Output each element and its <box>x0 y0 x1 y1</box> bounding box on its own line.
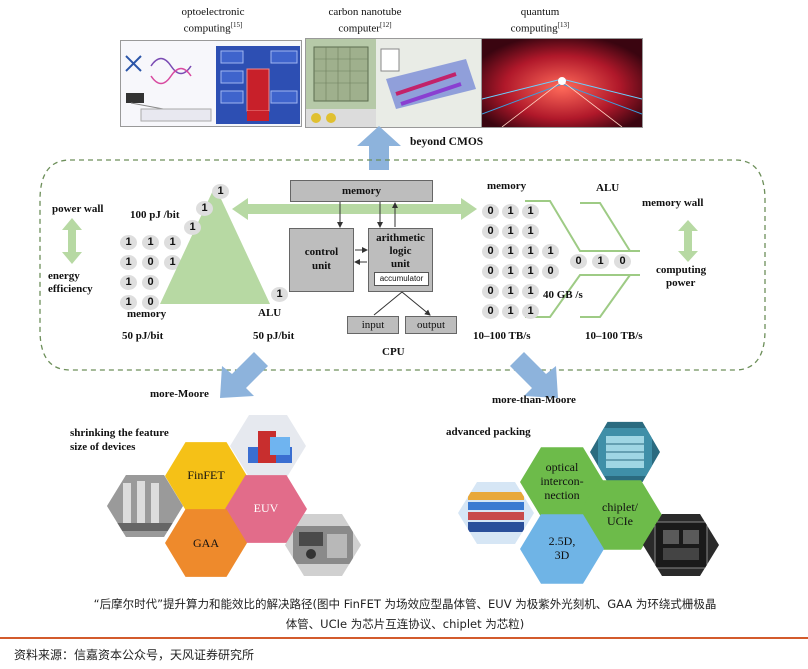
memory-bit: 0 <box>482 264 499 279</box>
carbon-nanotube-title: carbon nanotube computer[12] <box>328 6 402 35</box>
memory-bit: 0 <box>482 224 499 239</box>
memory-bit: 0 <box>142 255 159 270</box>
divider-rule <box>0 637 808 639</box>
pj-bit-100-label: 100 pJ /bit <box>130 209 180 221</box>
cpu-memory-box: memory <box>290 180 433 202</box>
memory-bit: 0 <box>482 204 499 219</box>
cpu-label: CPU <box>382 346 405 358</box>
memory-bit: 1 <box>120 275 137 290</box>
memory-bit: 0 <box>482 304 499 319</box>
memory-bit: 1 <box>522 224 539 239</box>
tb-s-left-label: 10–100 TB/s <box>473 330 531 342</box>
alu-bit: 0 <box>570 254 587 269</box>
power-energy-arrow <box>62 218 82 264</box>
tb-s-right-label: 10–100 TB/s <box>585 330 643 342</box>
memory-wall-double-arrow <box>232 198 477 220</box>
triangle-bit: 1 <box>212 184 229 199</box>
carbon-nanotube-image <box>305 38 482 128</box>
memory-bit: 1 <box>120 235 137 250</box>
finfet-label: FinFET <box>187 468 225 482</box>
input-box: input <box>347 316 399 334</box>
gb-s-label: 40 GB /s <box>543 289 583 301</box>
optoelectronic-title: optoelectronic computing[15] <box>181 6 245 35</box>
left-alu-label: ALU <box>258 307 282 319</box>
memory-bit: 0 <box>142 275 159 290</box>
packaging-25d-3d-hex <box>520 514 604 584</box>
memory-bit: 1 <box>522 244 539 259</box>
memory-bit: 1 <box>502 224 519 239</box>
memory-bit: 1 <box>502 304 519 319</box>
memory-bit: 0 <box>542 264 559 279</box>
more-than-moore-label: more-than-Moore <box>492 394 576 406</box>
memory-bit: 1 <box>522 284 539 299</box>
memory-bit: 0 <box>482 244 499 259</box>
memory-bit: 1 <box>522 204 539 219</box>
memory-bit: 1 <box>522 304 539 319</box>
optical-chip-image <box>590 421 660 483</box>
more-moore-label: more-Moore <box>150 388 209 400</box>
memory-bit: 1 <box>502 264 519 279</box>
beyond-cmos-label: beyond CMOS <box>410 136 484 148</box>
optoelectronic-image <box>120 40 302 127</box>
figure-caption: “后摩尔时代”提升算力和能效比的解决路径(图中 FinFET 为场效应型晶体管、… <box>93 597 717 631</box>
quantum-title: quantum computing[13] <box>510 6 570 35</box>
memory-computing-arrow <box>678 220 698 262</box>
packaging-25d-3d-label: 2.5D,3D <box>548 534 576 562</box>
more-moore-arrow <box>220 352 268 398</box>
alu-bit: 1 <box>592 254 609 269</box>
energy-triangle <box>160 186 270 304</box>
chiplet-package-image <box>643 513 719 577</box>
gaa-device-image <box>107 474 183 538</box>
chiplet-ucie-label: chiplet/UCIe <box>602 500 638 528</box>
memory-bit: 1 <box>164 255 181 270</box>
gaa-label: GAA <box>193 536 219 550</box>
more-than-moore-arrow <box>510 352 558 398</box>
advanced-packing-label: advanced packing <box>446 426 531 438</box>
pj-bit-50-left-label: 50 pJ/bit <box>122 330 164 342</box>
right-memory-label: memory <box>487 180 527 192</box>
memory-wall-label: memory wall <box>642 197 704 209</box>
right-alu-label: ALU <box>596 182 620 194</box>
alu-bit: 0 <box>614 254 631 269</box>
triangle-bit: 1 <box>184 220 201 235</box>
euv-label: EUV <box>253 501 279 515</box>
pj-bit-50-right-label: 50 pJ/bit <box>253 330 295 342</box>
memory-bit: 1 <box>542 244 559 259</box>
alu-bit: 1 <box>271 287 288 302</box>
memory-bit: 0 <box>482 284 499 299</box>
memory-bit: 1 <box>164 235 181 250</box>
beyond-cmos-arrow <box>357 126 401 170</box>
quantum-image <box>481 38 643 128</box>
memory-bit: 1 <box>120 295 137 310</box>
accumulator-box: accumulator <box>374 272 429 286</box>
triangle-bit: 1 <box>196 201 213 216</box>
output-box: output <box>405 316 457 334</box>
memory-bit: 1 <box>120 255 137 270</box>
memory-bit: 1 <box>522 264 539 279</box>
memory-bit: 1 <box>502 244 519 259</box>
memory-bit: 1 <box>142 235 159 250</box>
memory-bit: 1 <box>502 284 519 299</box>
bandwidth-band <box>525 200 640 318</box>
memory-bit: 0 <box>142 295 159 310</box>
gaa-hex <box>165 509 247 577</box>
memory-bit: 1 <box>502 204 519 219</box>
source-note: 资料来源：信嘉资本公众号，天风证券研究所 <box>14 648 255 662</box>
left-memory-label: memory <box>127 308 167 320</box>
power-wall-label: power wall <box>52 203 104 215</box>
